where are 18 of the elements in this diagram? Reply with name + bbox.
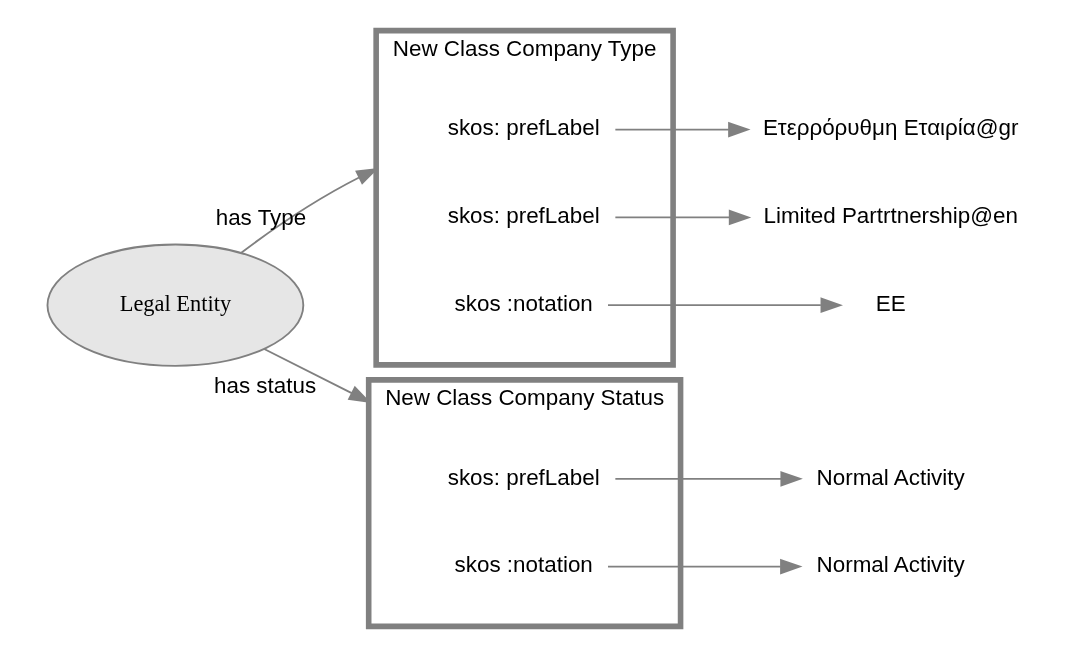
arrow xyxy=(613,471,803,487)
node-text: Limited Partrtnership@en xyxy=(762,203,1018,229)
edge-label: has status xyxy=(213,373,316,399)
node-text: Normal Activity xyxy=(816,464,965,490)
node-text: skos :notation xyxy=(454,552,593,578)
node-text: skos: prefLabel xyxy=(447,115,600,141)
node-text: Ετερρόρυθμη Εταιρία@gr xyxy=(762,115,1018,141)
node-text: EE xyxy=(875,290,906,316)
node-text: skos: prefLabel xyxy=(447,203,600,229)
node-text: Normal Activity xyxy=(816,552,965,578)
node-ellipse: Legal Entity xyxy=(46,243,304,367)
arrow xyxy=(606,558,803,575)
arrow xyxy=(613,209,751,226)
arrow xyxy=(613,121,751,138)
edge-label: has Type xyxy=(215,205,306,231)
arrow xyxy=(606,297,843,313)
node-text: skos :notation xyxy=(454,290,593,316)
node-text: skos: prefLabel xyxy=(447,464,600,490)
